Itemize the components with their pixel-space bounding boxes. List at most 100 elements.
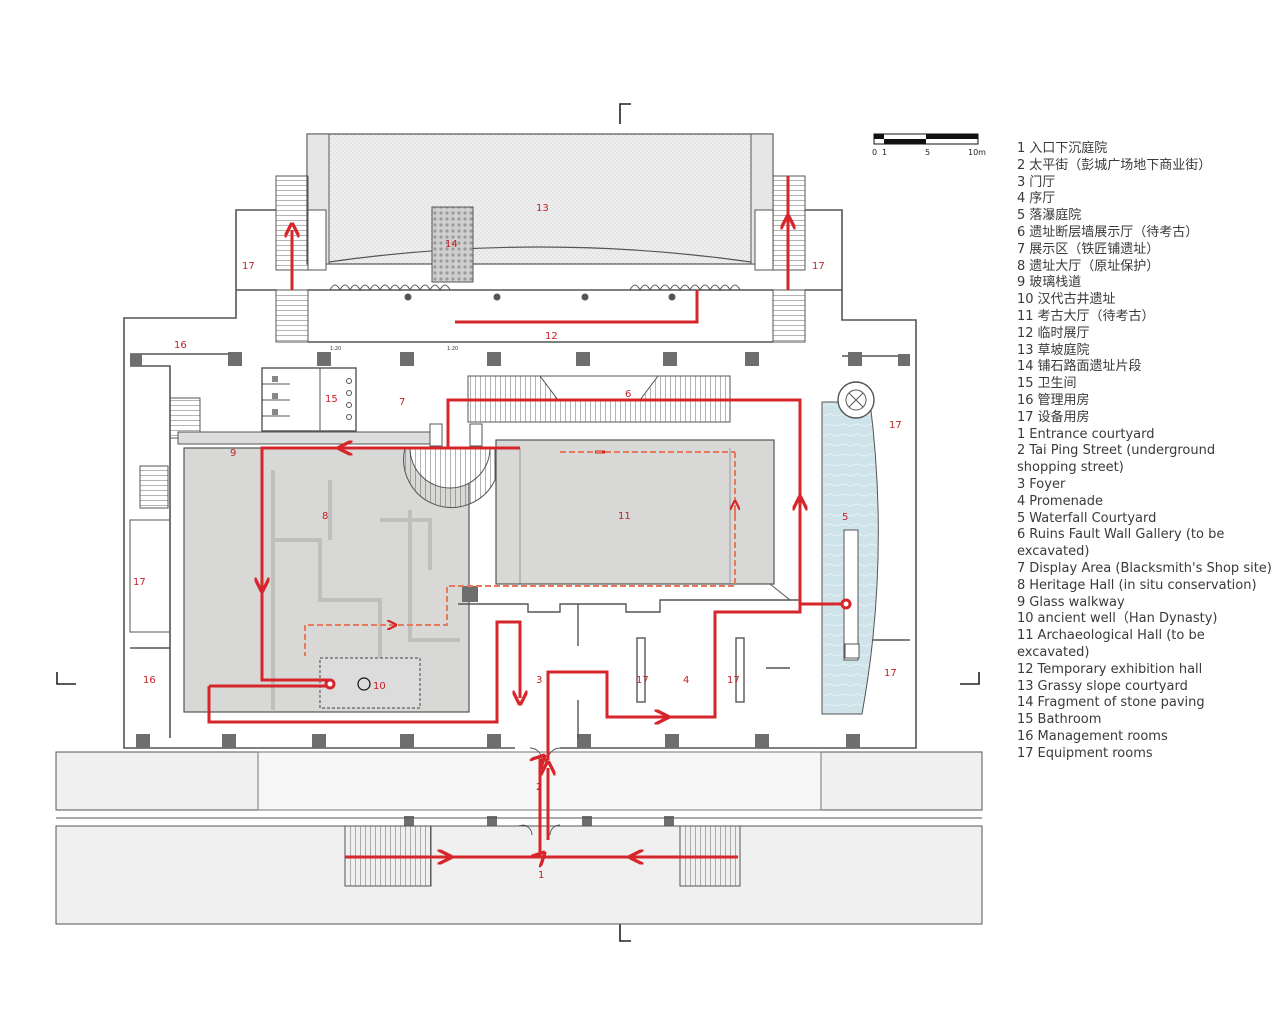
legend-number: 12: [1017, 325, 1034, 341]
heritage-hall-floor: [183, 447, 491, 713]
street-zones: [55, 751, 983, 925]
room-label-16a: 16: [174, 340, 187, 351]
promenade-walls: [458, 599, 800, 738]
legend-text: ancient well（Han Dynasty): [1037, 611, 1218, 627]
legend-number: 9: [1017, 275, 1026, 291]
left-stairs: [129, 397, 201, 633]
legend-number: 3: [1017, 476, 1026, 492]
room-label-6: 6: [625, 389, 631, 400]
room-label-17g: 17: [727, 675, 740, 686]
legend-number: 16: [1017, 392, 1034, 408]
room-label-15: 15: [325, 394, 338, 405]
legend-number: 9: [1017, 594, 1026, 610]
spiral-stair: [403, 423, 496, 508]
building-walls: [123, 209, 917, 749]
room-label-1: 1: [538, 870, 544, 881]
legend-number: 4: [1017, 493, 1026, 509]
room-label-10: 10: [373, 681, 386, 692]
room-label-17b: 17: [812, 261, 825, 272]
legend-text: Archaeological Hall (to be excavated): [1017, 628, 1205, 660]
section-markers: [56, 103, 980, 942]
room-label-3: 3: [536, 675, 542, 686]
legend-text: Tai Ping Street (underground shopping st…: [1017, 443, 1216, 476]
glass-walkway: [177, 431, 441, 445]
room-label-17c: 17: [133, 577, 146, 588]
room-label-16b: 16: [143, 675, 156, 686]
legend-text: Grassy slope courtyard: [1037, 678, 1188, 694]
legend-text: Glass walkway: [1029, 594, 1125, 610]
scale-tick-0: 0: [872, 148, 877, 157]
scale-tick-1: 1: [882, 148, 887, 157]
dashed-route: [304, 451, 735, 656]
legend-text: Management rooms: [1037, 728, 1168, 744]
room-label-14: 14: [445, 239, 458, 250]
legend-text: 门厅: [1029, 174, 1056, 190]
scale-bar: 0 1 5 10m: [872, 133, 986, 157]
legend-number: 10: [1017, 292, 1034, 308]
legend-text: Foyer: [1029, 476, 1066, 492]
legend-text: 卫生间: [1037, 376, 1077, 392]
legend-number: 7: [1017, 560, 1026, 576]
scale-tick-5: 5: [925, 148, 930, 157]
room-label-12: 12: [545, 331, 558, 342]
legend-number: 8: [1017, 258, 1026, 274]
room-label-11: 11: [618, 511, 631, 522]
room-label-7: 7: [399, 397, 405, 408]
legend-text: 展示区（铁匠铺遗址）: [1029, 241, 1160, 257]
legend-number: 14: [1017, 695, 1034, 711]
legend-text: Ruins Fault Wall Gallery (to be excavate…: [1017, 527, 1225, 560]
legend-text: Equipment rooms: [1037, 745, 1153, 761]
room-label-8: 8: [322, 511, 328, 522]
legend-number: 16: [1017, 728, 1034, 744]
legend-number: 2: [1017, 157, 1026, 173]
legend-number: 17: [1017, 745, 1034, 761]
legend-text: 玻璃栈道: [1029, 275, 1082, 291]
legend-text: 遗址大厅（原址保护）: [1029, 258, 1160, 274]
room-label-17a: 17: [242, 261, 255, 272]
room-labels: 1 2 3 4 5 6 7 8 9 10 11 12 13 14 15 16 1…: [133, 203, 902, 881]
bathroom-block: [261, 367, 357, 432]
legend-number: 14: [1017, 359, 1034, 375]
legend-number: 17: [1017, 409, 1034, 425]
room-label-13: 13: [536, 203, 549, 214]
legend-number: 12: [1017, 661, 1034, 677]
legend-number: 5: [1017, 510, 1026, 526]
legend-number: 6: [1017, 224, 1026, 240]
archaeological-hall-floor: [462, 439, 800, 602]
legend-text: Heritage Hall (in situ conservation): [1029, 577, 1257, 593]
waterfall-courtyard: [821, 381, 879, 715]
legend-text: 汉代古井遗址: [1037, 292, 1116, 308]
legend-text: Display Area (Blacksmith's Shop site): [1029, 560, 1272, 576]
legend-text: Promenade: [1029, 493, 1104, 509]
legend-number: 8: [1017, 577, 1026, 593]
legend-text: 临时展厅: [1037, 325, 1090, 341]
legend-number: 13: [1017, 678, 1034, 694]
room-label-2: 2: [536, 782, 542, 793]
legend-text: 序厅: [1029, 191, 1056, 207]
temporary-hall-curtain: [329, 284, 741, 301]
legend-text: Bathroom: [1037, 712, 1102, 728]
legend-text: 太平街（彭城广场地下商业街）: [1029, 157, 1212, 173]
room-label-17d: 17: [889, 420, 902, 431]
legend-number: 15: [1017, 712, 1034, 728]
legend-text: 落瀑庭院: [1029, 208, 1082, 224]
legend-number: 13: [1017, 342, 1034, 358]
